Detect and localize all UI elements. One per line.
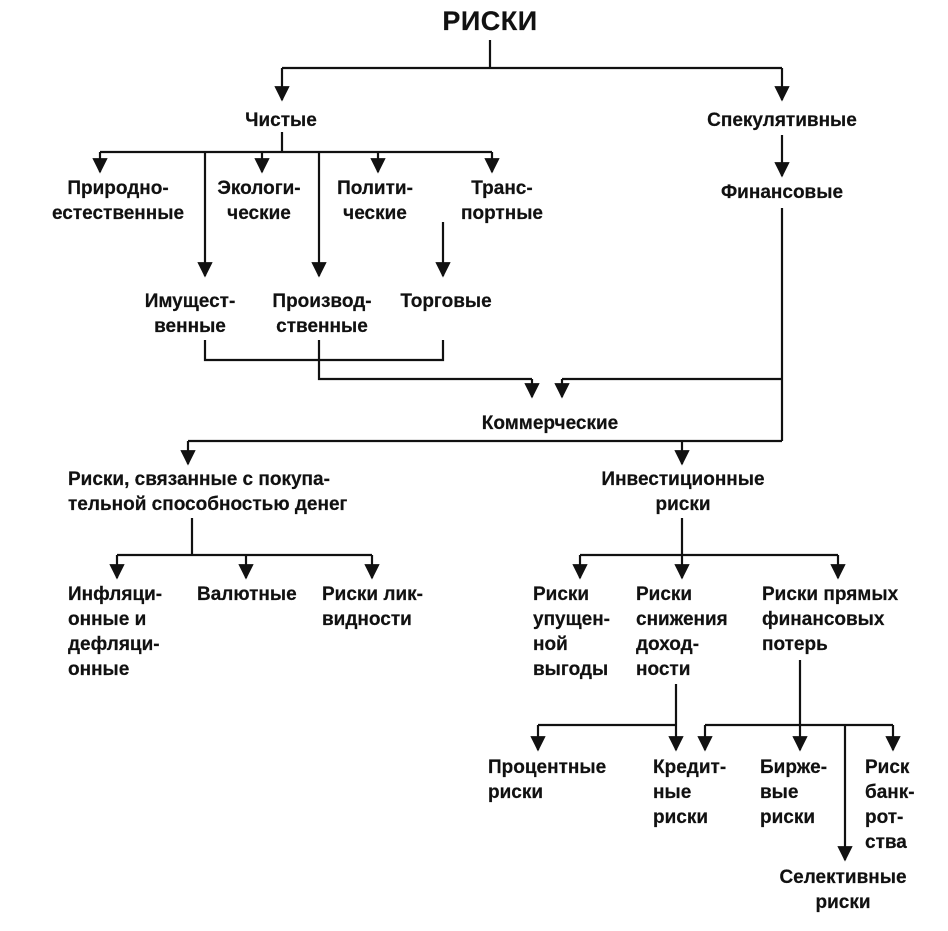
node-interest: Процентные риски bbox=[488, 757, 607, 803]
node-income-decline: Риски снижения доход- ности bbox=[636, 584, 728, 680]
connector-root bbox=[282, 40, 782, 70]
node-production: Производ- ственные bbox=[272, 291, 372, 337]
node-commercial: Коммерческие bbox=[481, 413, 619, 434]
node-exchange: Биржe- вые риски bbox=[760, 757, 828, 828]
node-financial: Финансовые bbox=[720, 182, 844, 203]
connector-production bbox=[317, 340, 532, 381]
node-transport: Транс- портные bbox=[460, 178, 544, 224]
node-inflation: Инфляци- онные и дефляци- онные bbox=[68, 584, 163, 680]
connector-pure bbox=[100, 132, 492, 154]
connector-purchasing-power bbox=[117, 518, 372, 557]
node-selective: Селективные риски bbox=[779, 867, 907, 913]
node-political: Полити- ческие bbox=[337, 178, 413, 224]
node-currency: Валютные bbox=[197, 584, 297, 605]
node-credit: Кредит- ные риски bbox=[653, 757, 727, 828]
node-ecological: Экологи- ческие bbox=[217, 178, 301, 224]
node-purchasing-power: Риски, связанные с покупа- тельной спосо… bbox=[68, 469, 348, 515]
node-lost-profit: Риски упущен- ной выгоды bbox=[533, 584, 611, 680]
node-trade: Торговые bbox=[400, 291, 492, 312]
connector-direct-loss bbox=[705, 660, 893, 727]
connector-property-trade bbox=[203, 340, 445, 362]
node-bankruptcy: Риск банк- рот- ства bbox=[865, 757, 915, 853]
connector-investment bbox=[580, 518, 838, 557]
node-natural: Природно- естественные bbox=[51, 178, 185, 224]
node-direct-loss: Риски прямых финансовых потерь bbox=[762, 584, 899, 655]
node-speculative: Спекулятивные bbox=[707, 110, 857, 131]
node-pure: Чистые bbox=[245, 110, 317, 131]
node-liquidity: Риски лик- видности bbox=[322, 584, 423, 630]
node-property: Имущест- венные bbox=[144, 291, 236, 337]
diagram-title: РИСКИ bbox=[442, 6, 538, 36]
connector-income-decline bbox=[538, 684, 678, 727]
node-investment: Инвестиционные риски bbox=[601, 469, 765, 515]
